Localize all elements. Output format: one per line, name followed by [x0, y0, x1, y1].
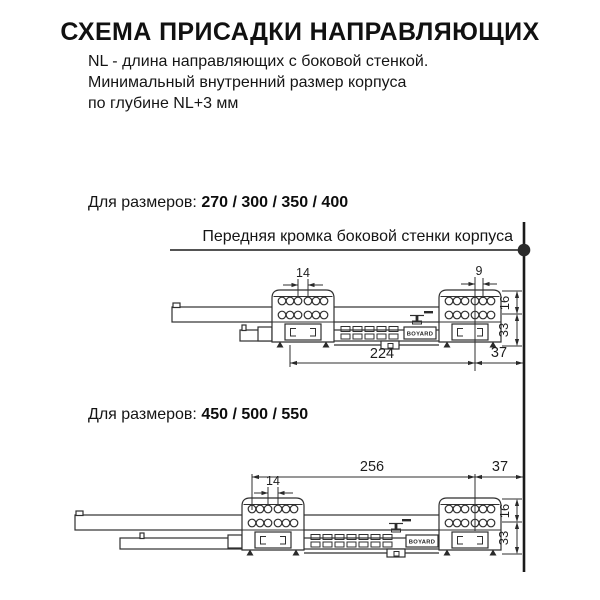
section1-prefix: Для размеров:	[88, 194, 197, 211]
dim-pitch-label-2: 14	[266, 474, 280, 488]
intro-line-2: Минимальный внутренний размер корпуса	[88, 74, 407, 91]
dim-pitch-label-1: 14	[296, 266, 310, 280]
dimension-length-1: 224 37	[289, 345, 523, 367]
dimension-pitch-2: 14	[254, 474, 293, 505]
dim-height-bottom-label-2: 33	[496, 531, 511, 545]
dimension-heights-2: 16 33	[496, 498, 522, 555]
dim-front-offset-label-1: 37	[491, 345, 507, 361]
page-title: СХЕМА ПРИСАДКИ НАПРАВЛЯЮЩИХ	[60, 18, 540, 46]
slide-body-details-1: BOYARD	[340, 311, 437, 350]
dimension-length-2: 256 37	[251, 459, 523, 531]
front-edge-dot	[517, 243, 531, 257]
dimension-pitch-right-1: 9	[461, 264, 497, 371]
section2-prefix: Для размеров:	[88, 406, 197, 423]
section1-size-values: 270 / 300 / 350 / 400	[201, 194, 349, 211]
diagram-450-550: BOYARD 256 37	[74, 459, 523, 558]
dim-length-label-1: 224	[370, 346, 394, 362]
front-edge-reference	[170, 222, 531, 572]
brand-label-1: BOYARD	[407, 332, 433, 338]
dim-pitch-right-label: 9	[476, 264, 483, 278]
dimension-heights-1: 16 33	[496, 290, 522, 347]
adjust-screw-icon	[410, 314, 424, 325]
mounting-block-rear-1	[271, 289, 335, 349]
slide-body-details-2: BOYARD	[310, 519, 439, 558]
dim-height-top-label-1: 16	[497, 296, 512, 310]
dim-front-offset-label-2: 37	[492, 459, 508, 475]
intro-line-3: по глубине NL+3 мм	[88, 95, 239, 112]
brand-plate-2: BOYARD	[405, 534, 439, 548]
marker-dash	[402, 519, 411, 522]
dim-height-bottom-label-1: 33	[496, 323, 511, 337]
adjust-screw-icon	[389, 522, 403, 533]
section2-size-values: 450 / 500 / 550	[201, 406, 309, 423]
section2-sizes-line: Для размеров: 450 / 500 / 550	[88, 406, 308, 424]
mounting-block-front-1	[438, 289, 502, 349]
brand-label-2: BOYARD	[409, 540, 435, 546]
brand-plate-1: BOYARD	[403, 326, 437, 340]
mounting-block-front-2	[438, 497, 502, 557]
mounting-block-rear-2	[241, 497, 305, 557]
intro-line-1: NL - длина направляющих с боковой стенко…	[88, 53, 429, 70]
dimension-pitch-1: 14	[283, 266, 323, 297]
marker-dash	[424, 311, 433, 314]
front-edge-label: Передняя кромка боковой стенки корпуса	[202, 228, 513, 245]
intro-text: NL - длина направляющих с боковой стенко…	[88, 51, 428, 114]
section1-sizes-line: Для размеров: 270 / 300 / 350 / 400	[88, 194, 348, 212]
dim-length-label-2: 256	[360, 459, 384, 475]
dim-height-top-label-2: 16	[497, 504, 512, 518]
diagram-270-400: BOYARD 14	[171, 264, 523, 371]
